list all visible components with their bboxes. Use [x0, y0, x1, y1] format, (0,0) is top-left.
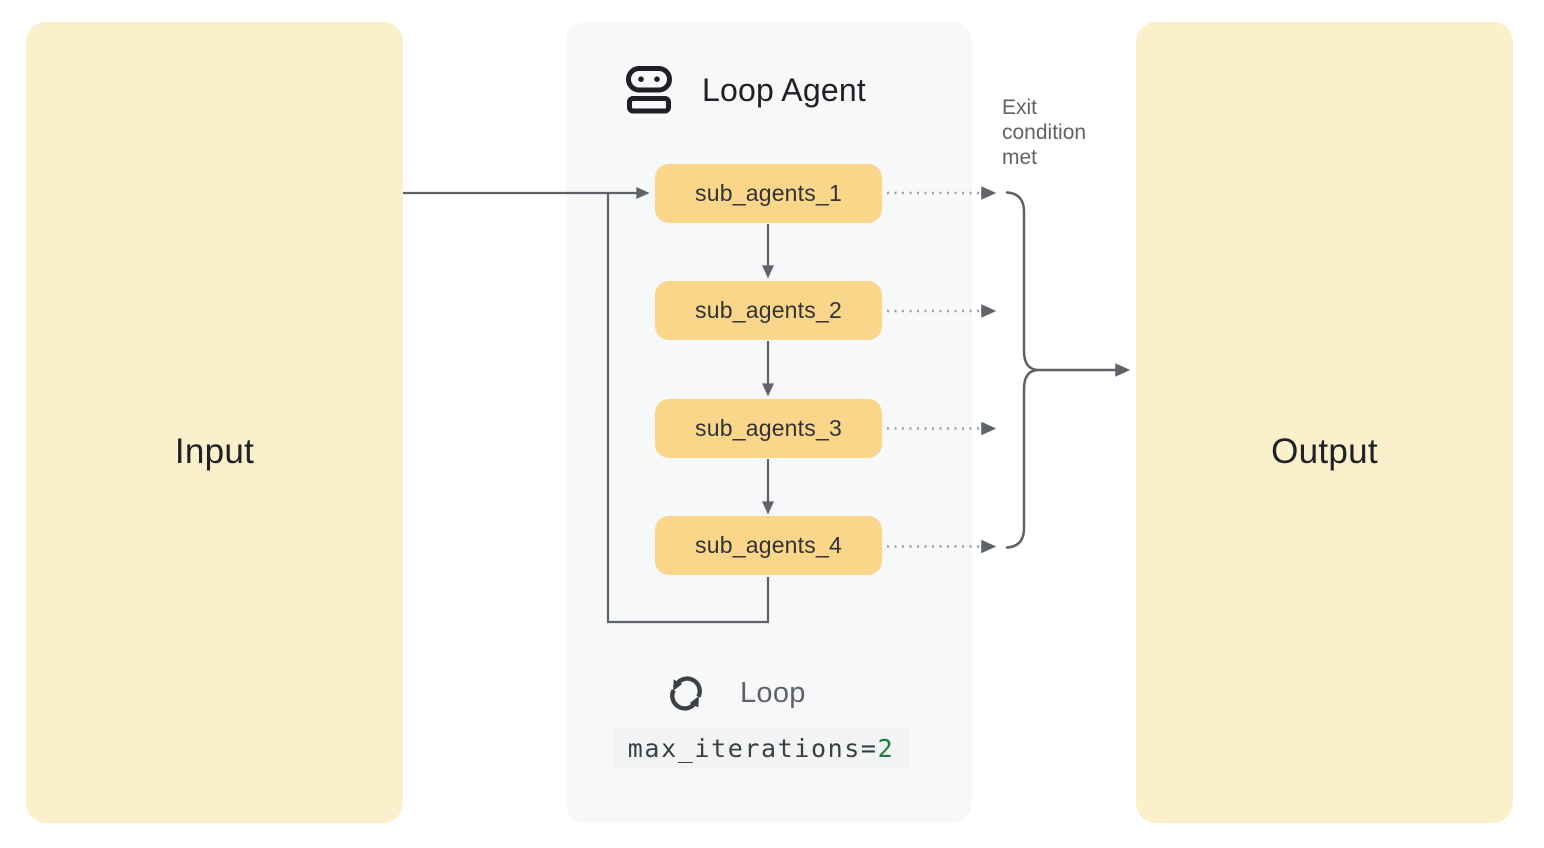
sub-agent-label-1: sub_agents_1	[695, 180, 842, 206]
max-iterations-value: 2	[877, 733, 895, 763]
max-iterations-code: max_iterations=2	[613, 728, 909, 768]
loop-sync-icon	[670, 676, 702, 711]
loop-label: Loop	[740, 676, 806, 709]
sub-agent-node-4: sub_agents_4	[655, 516, 882, 575]
sub-agent-node-1: sub_agents_1	[655, 164, 882, 223]
sub-agent-label-3: sub_agents_3	[695, 415, 842, 441]
input-node: Input	[26, 22, 403, 823]
loop-agent-panel: Loop Agent sub_agents_1 sub_agents_2 sub…	[566, 22, 972, 823]
sub-agent-node-3: sub_agents_3	[655, 399, 882, 458]
sub-agent-label-2: sub_agents_2	[695, 297, 842, 323]
loop-agent-header: Loop Agent	[626, 66, 866, 114]
exit-brace	[1005, 191, 1039, 549]
output-label: Output	[1271, 432, 1378, 471]
max-iterations-text: max_iterations=	[627, 733, 878, 763]
loop-footer: Loop	[666, 674, 806, 712]
exit-condition-label: Exit condition met	[1002, 96, 1087, 169]
robot-icon	[626, 66, 672, 114]
loop-agent-title: Loop Agent	[702, 71, 866, 108]
sub-agent-label-4: sub_agents_4	[695, 532, 842, 558]
output-node: Output	[1136, 22, 1513, 823]
sub-agent-node-2: sub_agents_2	[655, 281, 882, 340]
input-label: Input	[174, 432, 255, 471]
